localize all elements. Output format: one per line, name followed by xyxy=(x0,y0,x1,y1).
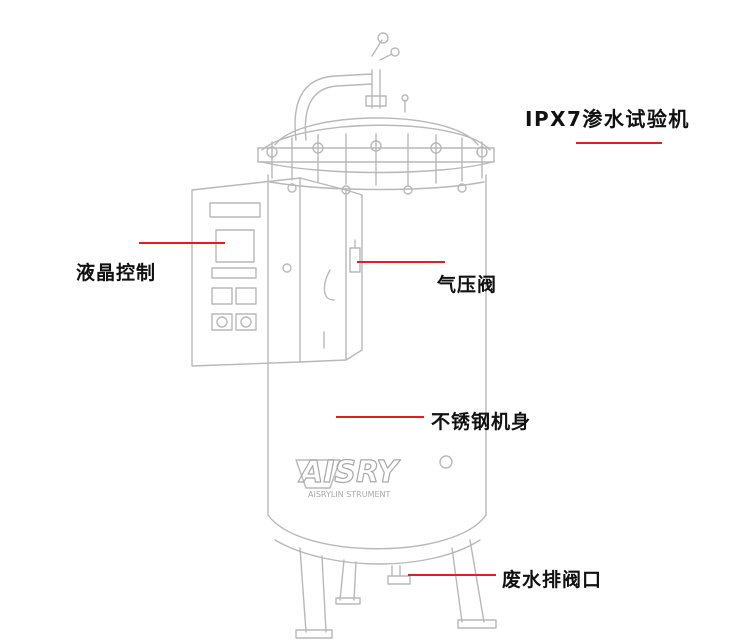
drain-outlet-sketch xyxy=(387,565,411,585)
title-underline xyxy=(576,142,662,144)
brand-logo-sketch: AISRY AISRYLIN STRUMENT xyxy=(295,454,453,499)
support-legs xyxy=(295,539,497,639)
lid-clamps xyxy=(266,133,488,195)
pressure-valve-label: 气压阀 xyxy=(437,274,498,296)
pressure-valve-leader xyxy=(357,261,445,263)
svg-text:AISRY: AISRY xyxy=(298,455,401,490)
lcd-control-leader xyxy=(139,242,225,244)
title-label: IPX7渗水试验机 xyxy=(525,107,690,131)
drain-valve-leader xyxy=(408,574,496,576)
lcd-control-label: 液晶控制 xyxy=(76,262,157,284)
cylinder-body xyxy=(267,174,487,565)
side-valve xyxy=(323,239,361,301)
dome-lid xyxy=(257,117,495,174)
control-cabinet xyxy=(191,177,363,367)
drain-valve-label: 废水排阀口 xyxy=(502,569,603,591)
stainless-body-label: 不锈钢机身 xyxy=(431,411,532,433)
stainless-body-leader xyxy=(336,416,424,418)
inlet-pipe xyxy=(294,32,409,141)
svg-text:AISRYLIN STRUMENT: AISRYLIN STRUMENT xyxy=(308,490,391,499)
